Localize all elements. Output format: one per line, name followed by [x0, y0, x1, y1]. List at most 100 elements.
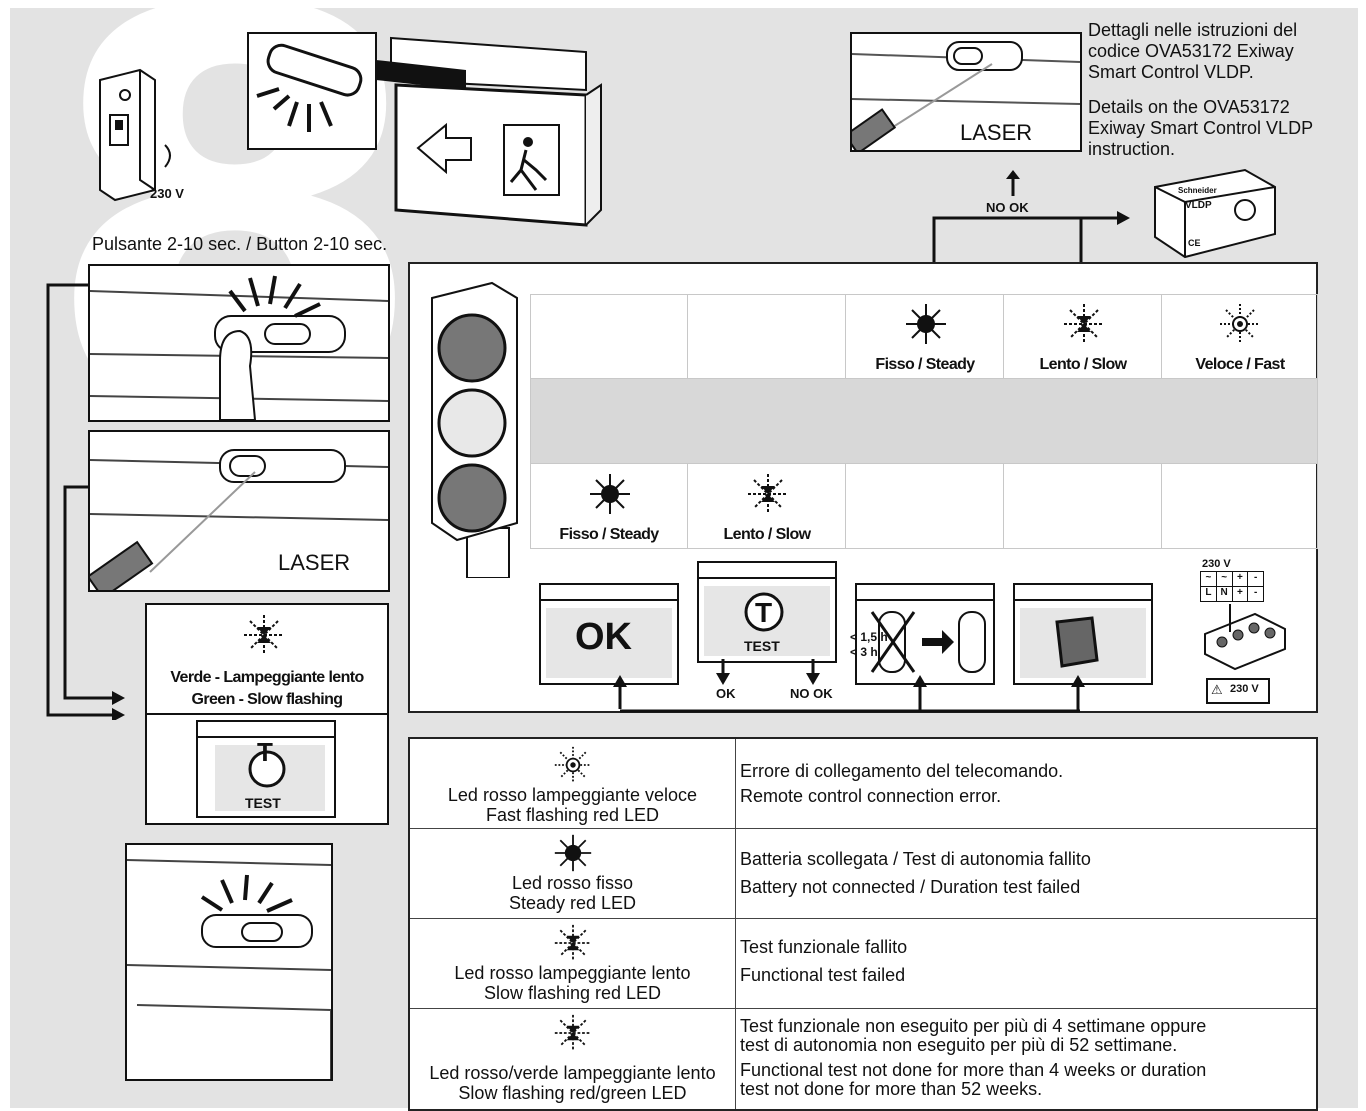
slow-flash-icon — [746, 472, 790, 516]
pin-label: L — [1201, 587, 1217, 601]
legend-description: Test funzionale fallito Functional test … — [740, 933, 1310, 989]
laser-label-top: LASER — [960, 120, 1033, 145]
legend-desc-line: Batteria scollegata / Test di autonomia … — [740, 849, 1091, 869]
test-label-small: TEST — [245, 795, 281, 811]
grid-cell-steady-red — [846, 294, 1004, 379]
circuit-breaker — [80, 60, 210, 210]
grid-cell — [530, 294, 688, 379]
legend-label-it: Led rosso fisso — [511, 873, 634, 893]
grid-cell — [1004, 464, 1162, 549]
legend-desc-line: Functional test failed — [740, 965, 906, 985]
legend-desc-line: Errore di collegamento del telecomando. — [740, 761, 1064, 781]
slow-flash-icon — [1062, 302, 1106, 346]
green-flashing-panel: Verde - Lampeggiante lento Green - Slow … — [145, 603, 389, 825]
test-luminaire-small — [195, 719, 337, 819]
slow-flash-icon — [553, 923, 593, 963]
terminal-block — [1200, 604, 1290, 674]
legend-led-cell: Led rosso/verde lampeggiante lento Slow … — [410, 1009, 736, 1109]
laser-test-panel-top — [850, 32, 1082, 152]
pin-row-top: ~ ~ + - — [1200, 571, 1264, 587]
luminaire-lamp — [1012, 582, 1154, 687]
note-it-line: Dettagli nelle istruzioni del — [1088, 20, 1298, 40]
fast-flash-icon — [1218, 302, 1262, 346]
legend-desc-line: Test funzionale non eseguito per più di … — [740, 1016, 1207, 1036]
traffic-light — [422, 278, 522, 578]
label-slow-green: Lento / Slow — [723, 526, 811, 543]
ok-label: OK — [716, 686, 736, 701]
green-flash-label-it: Verde - Lampeggiante lento — [170, 669, 364, 686]
vldp-brand: Schneider — [1178, 186, 1217, 195]
steady-icon — [904, 302, 948, 346]
laser-test-panel-left — [88, 430, 390, 592]
breaker-voltage: 230 V — [150, 186, 184, 201]
note-it-line: Smart Control VLDP. — [1088, 62, 1254, 82]
battery-time-1: < 1,5 h — [850, 630, 888, 644]
vldp-model: VLDP — [1185, 200, 1212, 211]
luminaire-test — [696, 560, 838, 665]
legend-row: Led rosso lampeggiante veloce Fast flash… — [410, 739, 1316, 829]
no-ok-label-bottom: NO OK — [790, 686, 833, 701]
t-letter-grid: T — [755, 597, 773, 628]
legend-label-it: Led rosso/verde lampeggiante lento — [429, 1063, 716, 1083]
flow-arrows-left — [40, 280, 130, 720]
slow-flash-icon — [553, 1013, 593, 1053]
grid-cell — [846, 464, 1004, 549]
press-button-panel — [88, 264, 390, 422]
grid-cell-slow-green — [688, 464, 846, 549]
note-en-line: Exiway Smart Control VLDP — [1088, 118, 1314, 138]
warning-voltage: 230 V — [1230, 683, 1259, 695]
legend-led-cell: Led rosso lampeggiante lento Slow flashi… — [410, 919, 736, 1008]
steady-icon — [588, 472, 632, 516]
label-steady-green: Fisso / Steady — [559, 526, 659, 543]
legend-led-cell: Led rosso lampeggiante veloce Fast flash… — [410, 739, 736, 828]
legend-label-it: Led rosso lampeggiante veloce — [447, 785, 698, 805]
green-flash-label-en: Green - Slow flashing — [191, 691, 344, 708]
luminaire-battery — [854, 582, 996, 687]
laser-label-left: LASER — [278, 550, 351, 575]
note-english: Details on the OVA53172 Exiway Smart Con… — [1088, 97, 1313, 160]
grid-cell — [1162, 464, 1318, 549]
legend-desc-line: Battery not connected / Duration test fa… — [740, 877, 1081, 897]
terminal-pin-labels: ~ ~ + - L N + - — [1200, 571, 1264, 602]
grid-cell — [688, 294, 846, 379]
warning-no-voltage: 230 V ⚠ — [1206, 678, 1270, 704]
led-status-grid: Fisso / Steady Lento / Slow Veloce / Fas… — [408, 262, 1318, 713]
pin-label: N — [1217, 587, 1233, 601]
test-label-grid: TEST — [744, 638, 780, 654]
legend-row: Led rosso/verde lampeggiante lento Slow … — [410, 1009, 1316, 1109]
legend-desc-line: test not done for more than 52 weeks. — [740, 1079, 1043, 1099]
grid-row-yellow — [530, 379, 1318, 464]
legend-label-en: Fast flashing red LED — [485, 805, 660, 825]
exit-sign-luminaire — [376, 30, 608, 230]
led-closeup-panel — [247, 32, 377, 150]
flow-arrows-bottom — [610, 659, 1090, 719]
note-it-line: codice OVA53172 Exiway — [1088, 41, 1294, 61]
legend-label-it: Led rosso lampeggiante lento — [454, 963, 691, 983]
luminaire-ok — [538, 582, 680, 687]
note-en-line: instruction. — [1088, 139, 1176, 159]
ok-sign: OK — [575, 616, 632, 658]
no-ok-label-top: NO OK — [986, 200, 1029, 215]
arrow-up-icon — [1004, 170, 1022, 196]
pin-label: + — [1233, 572, 1249, 586]
legend-label-en: Slow flashing red/green LED — [458, 1083, 687, 1103]
legend-label-en: Slow flashing red LED — [483, 983, 662, 1003]
vldp-remote-device — [1150, 162, 1280, 262]
grid-cell-fast-red — [1162, 294, 1318, 379]
warning-triangle-icon: ⚠ — [1211, 682, 1223, 697]
terminal-voltage: 230 V — [1202, 558, 1231, 570]
legend-desc-line: Functional test not done for more than 4… — [740, 1060, 1207, 1080]
vldp-ce-mark: CE — [1188, 238, 1201, 248]
t-letter-small: T — [257, 737, 273, 767]
legend-description: Errore di collegamento del telecomando. … — [740, 759, 1310, 809]
label-fast-red: Veloce / Fast — [1195, 356, 1285, 373]
pin-row-bottom: L N + - — [1200, 587, 1264, 602]
label-steady-red: Fisso / Steady — [875, 356, 975, 373]
legend-desc-line: Test funzionale fallito — [740, 937, 908, 957]
pin-label: + — [1233, 587, 1249, 601]
grid-cell-steady-green — [530, 464, 688, 549]
legend-description: Batteria scollegata / Test di autonomia … — [740, 845, 1310, 901]
grid-cell-slow-red — [1004, 294, 1162, 379]
pin-label: ~ — [1201, 572, 1217, 586]
legend-desc-line: test di autonomia non eseguito per più d… — [740, 1035, 1178, 1055]
